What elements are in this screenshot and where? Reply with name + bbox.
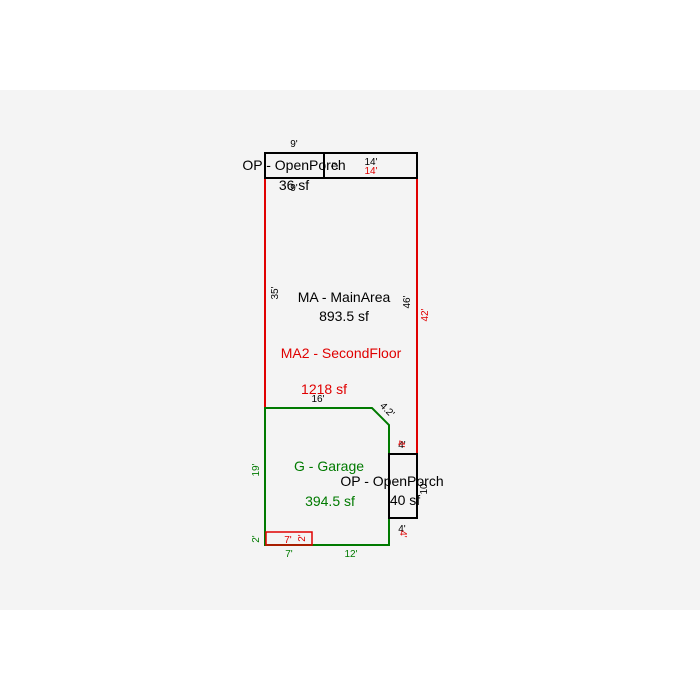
open-porch-side-sqft: 40 sf — [390, 492, 420, 508]
dim-garage-left-small: 2' — [251, 535, 262, 543]
dim-small-rect-2: 2' — [297, 534, 308, 542]
dim-small-rect-7: 7' — [284, 535, 292, 546]
garage-sqft: 394.5 sf — [305, 493, 355, 509]
dim-top-black-14: 14' — [364, 157, 377, 168]
open-porch-top-name: OP - OpenPorch — [242, 157, 345, 173]
dim-porch-side-height: 10' — [419, 481, 430, 494]
dim-second-right: 42' — [420, 308, 431, 321]
dim-garage-left: 19' — [251, 463, 262, 476]
second-floor-name: MA2 - SecondFloor — [281, 345, 402, 361]
dim-top-red-14: 14' — [364, 166, 377, 177]
dim-porch-top-depth: 4' — [328, 162, 339, 170]
dim-porch-side-bottom: 4' — [398, 524, 406, 535]
dim-main-bottom: 16' — [311, 394, 324, 405]
open-porch-side-outline — [388, 453, 418, 519]
dim-red-side-a: 4' — [395, 440, 406, 448]
dim-garage-bottom-12: 12' — [344, 549, 357, 560]
dim-main-right: 46' — [402, 295, 413, 308]
dim-main-left: 35' — [270, 286, 281, 299]
dim-porch-side-top: 4' — [398, 440, 406, 451]
dim-porch-top-width: 9' — [290, 139, 298, 150]
garage-small-rect — [265, 531, 313, 546]
main-area-sqft: 893.5 sf — [319, 308, 369, 324]
dim-garage-bottom-7: 7' — [285, 549, 293, 560]
drawing-canvas — [0, 90, 700, 610]
garage-name: G - Garage — [294, 458, 364, 474]
top-strip-outline — [323, 152, 418, 179]
dim-porch-top-inner: 9' — [290, 183, 298, 194]
open-porch-side-name: OP - OpenPorch — [340, 473, 443, 489]
second-floor-sqft: 1218 sf — [301, 381, 347, 397]
open-porch-top-sqft: 36 sf — [279, 177, 309, 193]
main-area-name: MA - MainArea — [298, 289, 391, 305]
dim-red-side-b: 4' — [397, 530, 408, 538]
